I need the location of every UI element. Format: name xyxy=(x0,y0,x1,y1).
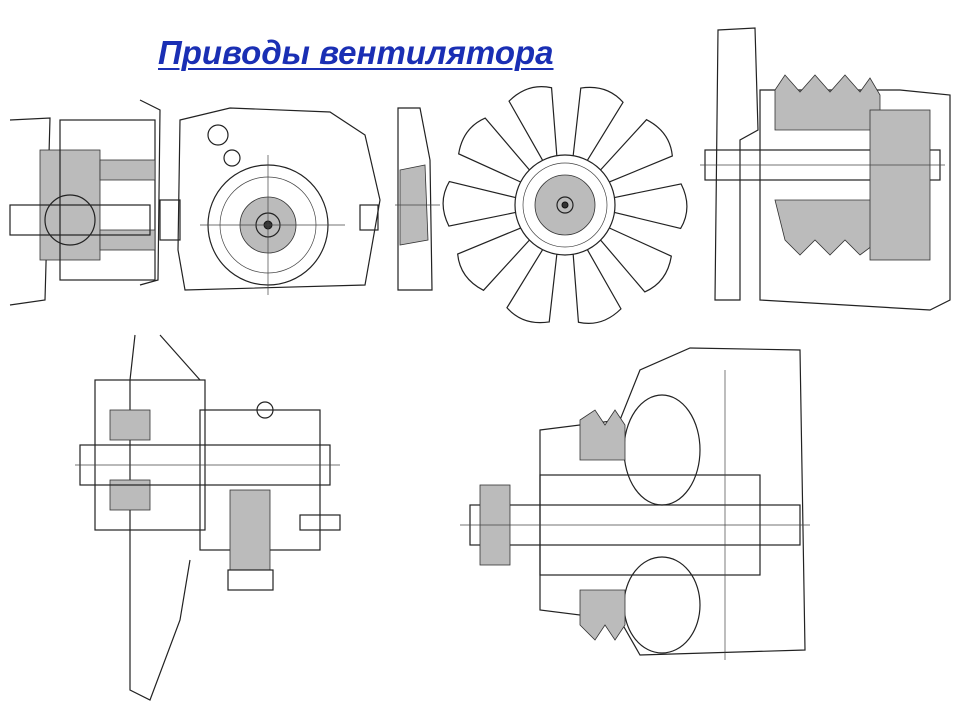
fan-blade xyxy=(600,118,673,183)
fan-blade xyxy=(572,86,624,161)
fan-blade xyxy=(572,249,622,324)
fan-blade xyxy=(614,183,688,230)
fan-blade xyxy=(457,227,530,292)
drawing-fan-drive-section-1 xyxy=(9,99,161,306)
fan-blade xyxy=(600,227,673,293)
drawing-housing-front-view xyxy=(159,107,381,295)
fan-blade xyxy=(442,180,516,227)
drawing-gearbox-section xyxy=(75,334,341,701)
fan-blade xyxy=(508,86,558,161)
drawing-side-view xyxy=(395,107,440,291)
drawing-hydraulic-coupling-section xyxy=(460,347,810,660)
fan-blade xyxy=(457,117,530,183)
slide-title: Приводы вентилятора xyxy=(158,34,554,71)
drawing-fan-front-view xyxy=(442,86,688,324)
fan-blade xyxy=(506,249,558,324)
drawing-fan-drive-section-2 xyxy=(700,27,951,311)
